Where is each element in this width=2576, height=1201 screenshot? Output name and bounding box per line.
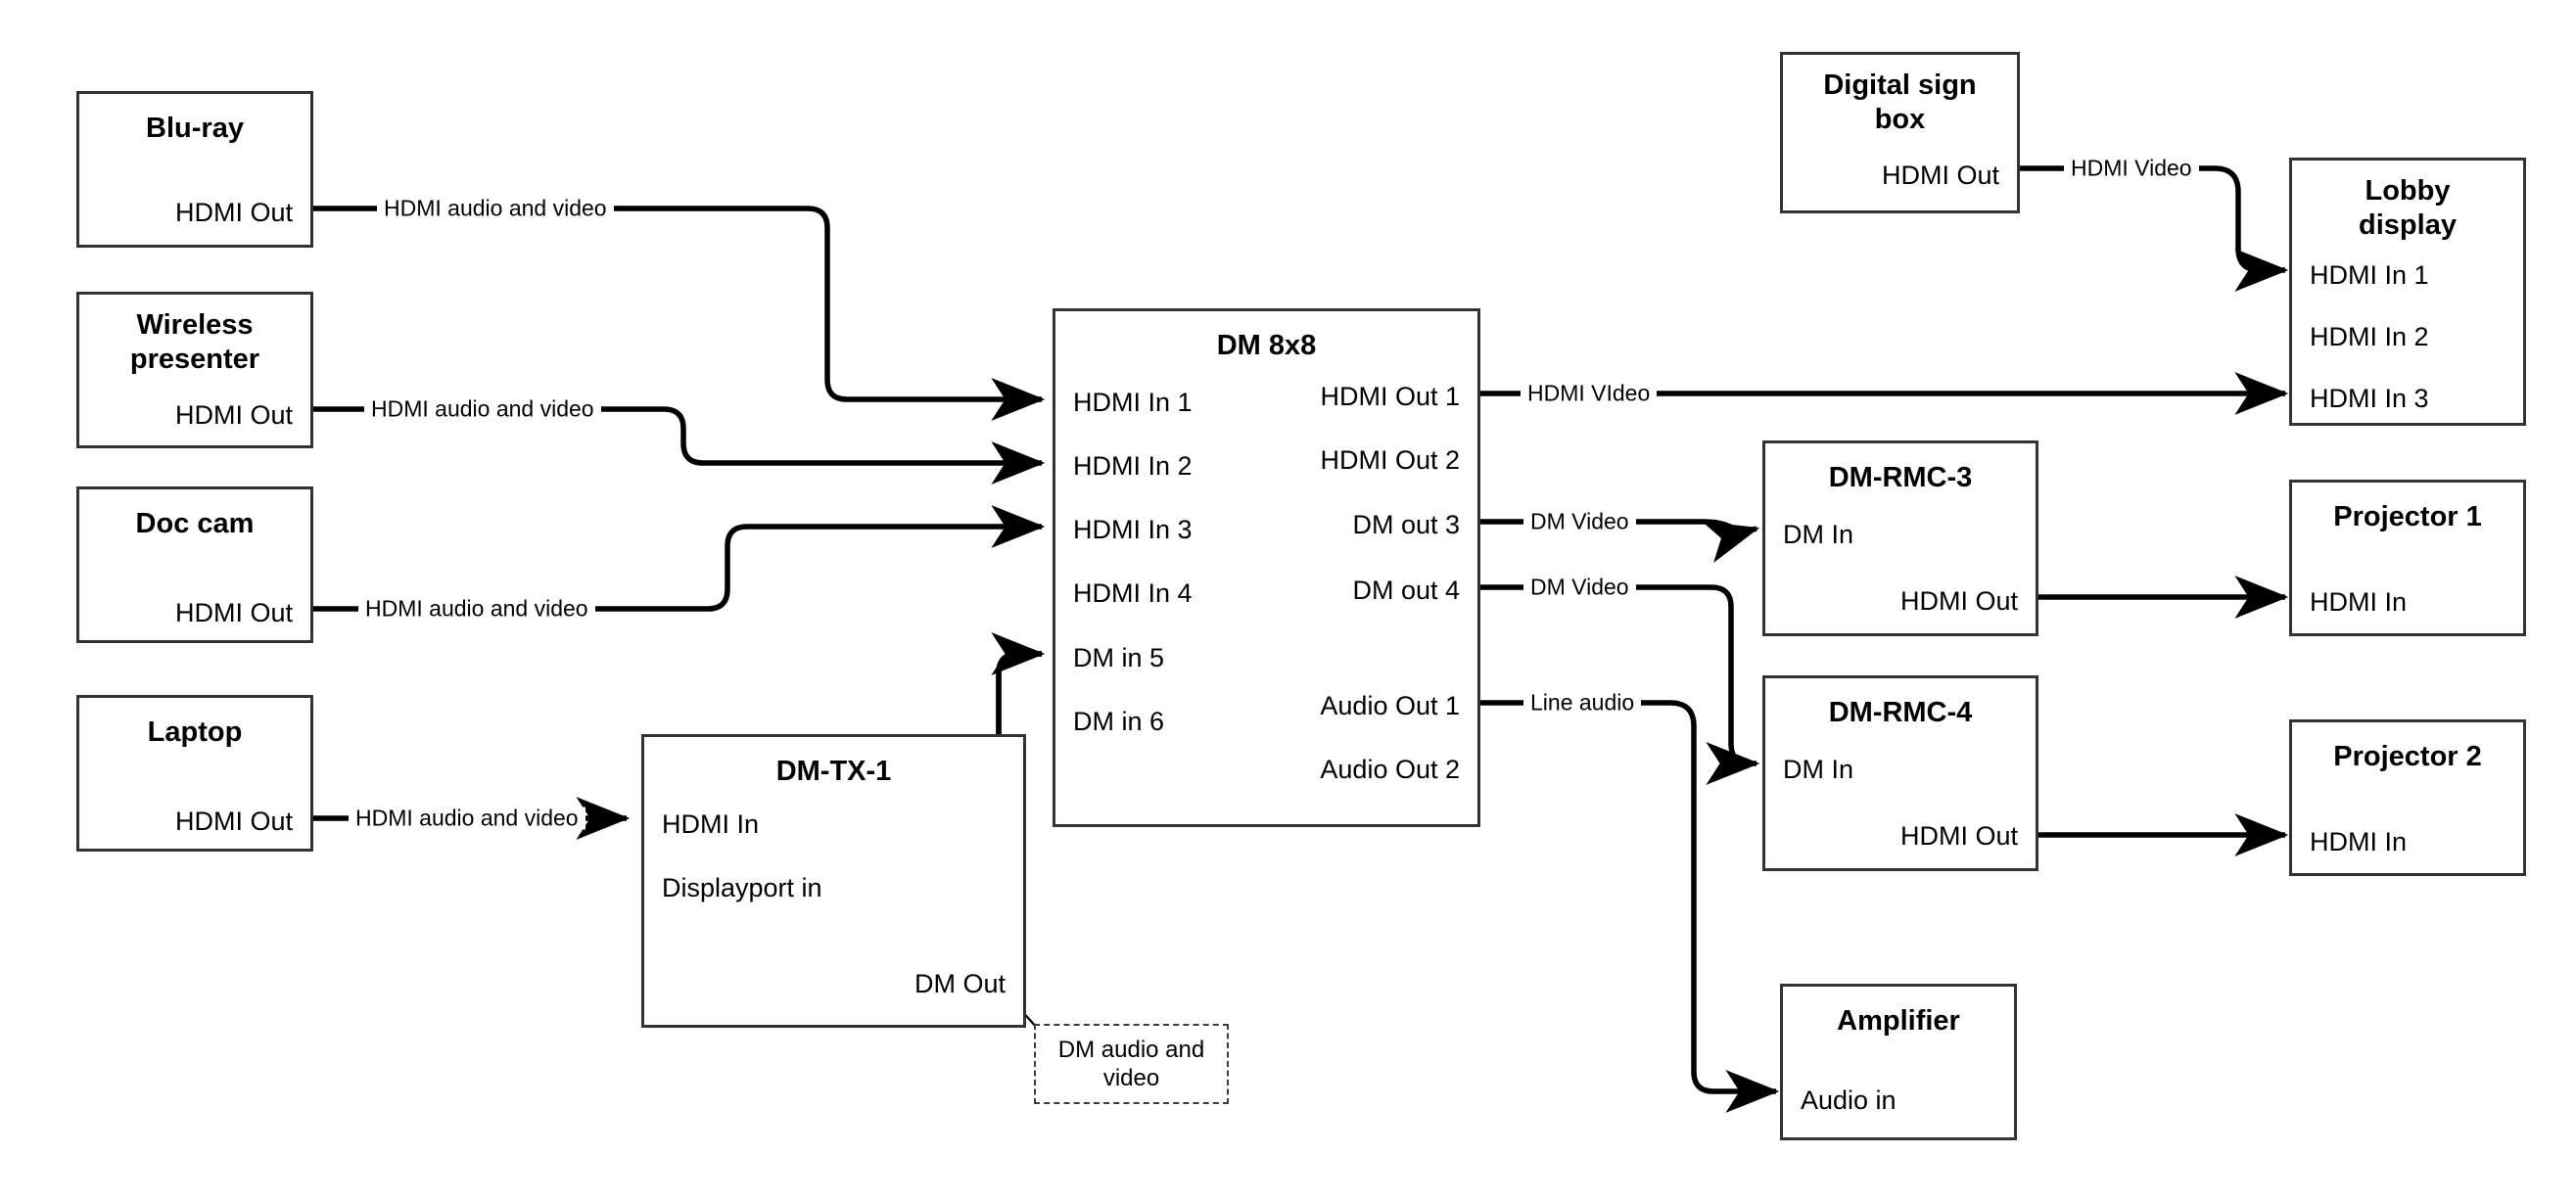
port-dm8x8-audio-out-1: Audio Out 1 [1320,691,1460,720]
node-title-laptop: Laptop [147,716,243,748]
node-dm-rmc-4[interactable]: DM-RMC-4 DM In HDMI Out [1762,675,2038,871]
wire-label-dmout3-to-rmc3: DM Video [1523,510,1636,533]
wire-label-dmout4-to-rmc4: DM Video [1523,576,1636,599]
port-dm8x8-dm-in-5: DM in 5 [1073,643,1165,672]
port-doccam-hdmi-out: HDMI Out [174,598,293,627]
port-bluray-hdmi-out: HDMI Out [174,198,293,227]
port-dm8x8-hdmi-in-4: HDMI In 4 [1073,578,1193,608]
node-title-digital-sign-box: Digital sign box [1823,69,1977,136]
node-title-projector-2: Projector 2 [2333,741,2482,772]
wire-label-audioout1-to-amp: Line audio [1523,691,1642,715]
node-bluray[interactable]: Blu-ray HDMI Out [76,91,313,248]
wire-label-wireless-to-dm-in2: HDMI audio and video [364,397,601,421]
port-dm8x8-hdmi-in-1: HDMI In 1 [1073,388,1193,417]
port-dmtx1-dm-out: DM Out [913,969,1006,998]
node-wireless-presenter[interactable]: Wireless presenter HDMI Out [76,292,313,448]
wire-dm-dmout4-to-rmc4 [1480,584,1760,786]
port-amplifier-audio-in: Audio in [1801,1086,1897,1115]
node-title-wireless-presenter: Wireless presenter [129,309,260,376]
wire-label-laptop-to-dmtx1: HDMI audio and video [349,807,585,830]
port-dm8x8-dm-in-6: DM in 6 [1073,707,1165,736]
wire-sign-to-lobby-in1 [2020,165,2289,293]
port-dm8x8-hdmi-in-2: HDMI In 2 [1073,451,1193,481]
node-title-doc-cam: Doc cam [135,508,255,539]
node-amplifier[interactable]: Amplifier Audio in [1780,984,2017,1140]
port-lobby-hdmi-in-2: HDMI In 2 [2310,322,2429,351]
node-title-dm-rmc-3: DM-RMC-3 [1828,462,1973,493]
node-title-bluray: Blu-ray [146,113,244,144]
port-rmc4-dm-in: DM In [1783,755,1854,784]
node-lobby-display[interactable]: Lobby display HDMI In 1 HDMI In 2 HDMI I… [2289,158,2526,426]
note-dm-audio-and-video: DM audio and video [1034,1024,1229,1104]
port-rmc4-hdmi-out: HDMI Out [1899,821,2018,851]
wire-label-bluray-to-dm-in1: HDMI audio and video [377,197,614,220]
port-dm8x8-dm-out-3: DM out 3 [1352,510,1460,539]
node-dm-8x8[interactable]: DM 8x8 HDMI In 1 HDMI In 2 HDMI In 3 HDM… [1053,308,1480,827]
port-dmtx1-displayport-in: Displayport in [662,873,822,902]
wire-label-sign-to-lobby: HDMI Video [2064,157,2199,180]
port-lobby-hdmi-in-1: HDMI In 1 [2310,260,2429,290]
node-title-amplifier: Amplifier [1837,1005,1960,1037]
port-rmc3-hdmi-out: HDMI Out [1899,586,2018,616]
node-projector-1[interactable]: Projector 1 HDMI In [2289,480,2526,636]
node-dm-tx-1[interactable]: DM-TX-1 HDMI In Displayport in DM Out [641,734,1026,1028]
node-digital-sign-box[interactable]: Digital sign box HDMI Out [1780,52,2020,213]
port-projector2-hdmi-in: HDMI In [2310,827,2408,856]
port-laptop-hdmi-out: HDMI Out [174,807,293,836]
node-title-dm-rmc-4: DM-RMC-4 [1828,697,1973,728]
port-dm8x8-hdmi-out-1: HDMI Out 1 [1320,382,1460,411]
wire-dm-audioout1-to-amp [1480,700,1780,1114]
wire-bluray-to-dm-in1 [313,206,1046,422]
port-wireless-hdmi-out: HDMI Out [174,400,293,430]
node-dm-rmc-3[interactable]: DM-RMC-3 DM In HDMI Out [1762,440,2038,636]
wire-label-hdmiout1-to-lobby: HDMI VIdeo [1521,382,1658,405]
port-dm8x8-dm-out-4: DM out 4 [1352,576,1460,605]
port-dmtx1-hdmi-in: HDMI In [662,809,760,839]
port-dm8x8-audio-out-2: Audio Out 2 [1320,755,1460,784]
node-laptop[interactable]: Laptop HDMI Out [76,695,313,852]
port-lobby-hdmi-in-3: HDMI In 3 [2310,384,2429,413]
port-dm8x8-hdmi-in-3: HDMI In 3 [1073,515,1193,544]
port-dm8x8-hdmi-out-2: HDMI Out 2 [1320,445,1460,475]
node-doc-cam[interactable]: Doc cam HDMI Out [76,486,313,643]
port-rmc3-dm-in: DM In [1783,520,1854,549]
node-title-dm-8x8: DM 8x8 [1216,330,1317,361]
node-title-dm-tx-1: DM-TX-1 [775,756,892,787]
node-projector-2[interactable]: Projector 2 HDMI In [2289,719,2526,876]
port-projector1-hdmi-in: HDMI In [2310,587,2408,617]
node-title-lobby-display: Lobby display [2359,175,2457,242]
port-digitalsign-hdmi-out: HDMI Out [1881,161,1999,190]
node-title-projector-1: Projector 1 [2333,501,2482,532]
wire-label-doccam-to-dm-in3: HDMI audio and video [358,597,595,621]
